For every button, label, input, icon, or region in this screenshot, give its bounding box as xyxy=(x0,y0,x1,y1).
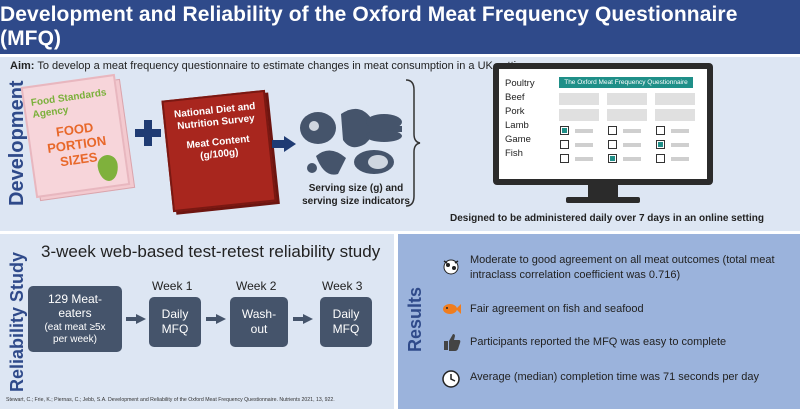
mfq-screen: The Oxford Meat Frequency Questionnaire … xyxy=(499,69,707,179)
week-label: Week 2 xyxy=(236,279,277,293)
form-cell xyxy=(607,109,647,121)
cow-icon xyxy=(443,259,459,275)
thumbs-up-icon xyxy=(444,334,461,351)
book-agency: Food Standards Agency xyxy=(30,87,108,121)
national-diet-survey-book: National Diet and Nutrition Survey Meat … xyxy=(161,89,277,213)
checkbox xyxy=(560,140,569,149)
form-bar xyxy=(671,143,689,147)
checkbox xyxy=(608,140,617,149)
page-title: Development and Reliability of the Oxfor… xyxy=(0,0,800,54)
participants-note: (eat meat ≥5x per week) xyxy=(44,322,106,345)
checkbox xyxy=(656,154,665,163)
week-box: Wash-out xyxy=(230,297,288,347)
reliability-label: Reliability Study xyxy=(7,251,27,392)
survey-subtitle: Meat Content (g/100g) xyxy=(186,133,251,162)
monitor-base xyxy=(566,197,640,203)
participants-count: 129 Meat-eaters xyxy=(47,292,103,320)
form-bar xyxy=(575,157,593,161)
checkbox xyxy=(560,154,569,163)
meat-type-item: Lamb xyxy=(505,120,529,131)
clock-icon xyxy=(442,370,460,388)
result-item: Participants reported the MFQ was easy t… xyxy=(470,336,727,348)
checkbox xyxy=(656,126,665,135)
form-bar xyxy=(575,129,593,133)
form-bar xyxy=(575,143,593,147)
form-bar xyxy=(671,157,689,161)
form-bar xyxy=(623,157,641,161)
monitor-icon: The Oxford Meat Frequency Questionnaire … xyxy=(493,63,713,185)
checkbox xyxy=(656,140,665,149)
result-item: Moderate to good agreement on all meat o… xyxy=(470,254,775,281)
meat-type-item: Beef xyxy=(505,92,525,103)
meat-type-item: Poultry xyxy=(505,78,535,89)
aim-text: To develop a meat frequency questionnair… xyxy=(37,60,529,72)
form-bar xyxy=(623,143,641,147)
arrow-icon xyxy=(126,314,146,324)
form-cell xyxy=(655,109,695,121)
result-item: Average (median) completion time was 71 … xyxy=(470,371,760,383)
form-cell xyxy=(655,93,695,105)
serving-size-text: Serving size (g) and serving size indica… xyxy=(302,183,410,207)
week-activity: Wash-out xyxy=(241,307,277,336)
designed-text: Designed to be administered daily over 7… xyxy=(450,213,764,224)
results-label: Results xyxy=(405,286,425,352)
week-activity: Daily MFQ xyxy=(332,307,360,336)
checkbox xyxy=(560,126,569,135)
form-cell xyxy=(607,93,647,105)
results-panel xyxy=(398,234,800,409)
reliability-title: 3-week web-based test-retest reliability… xyxy=(41,242,381,261)
checkbox xyxy=(608,154,617,163)
week-box: Daily MFQ xyxy=(149,297,201,347)
form-bar xyxy=(671,129,689,133)
week-label: Week 1 xyxy=(152,279,193,293)
aim-statement: Aim: To develop a meat frequency questio… xyxy=(10,60,528,72)
survey-title: National Diet and Nutrition Survey xyxy=(173,100,256,133)
arrow-icon xyxy=(206,314,226,324)
fish-icon xyxy=(443,304,461,314)
brace-icon xyxy=(405,79,421,207)
food-portion-sizes-book: Food Standards Agency FOOD PORTION SIZES xyxy=(20,73,131,199)
checkbox xyxy=(608,126,617,135)
citation: Stewart, C.; Frie, K.; Piernas, C.; Jebb… xyxy=(6,397,335,403)
meat-type-list: Poultry Beef Pork Lamb Game Fish xyxy=(505,77,535,161)
participants-box: 129 Meat-eaters (eat meat ≥5x per week) xyxy=(28,286,122,352)
form-bar xyxy=(623,129,641,133)
plus-icon xyxy=(133,118,163,148)
form-cell xyxy=(559,93,599,105)
monitor-stand xyxy=(588,185,618,199)
arrow-right-icon xyxy=(272,136,296,152)
meat-cuts-icon xyxy=(300,108,402,175)
meat-type-item: Pork xyxy=(505,106,525,117)
week-box: Daily MFQ xyxy=(320,297,372,347)
aim-label: Aim: xyxy=(10,60,35,72)
mfq-screen-title: The Oxford Meat Frequency Questionnaire xyxy=(559,77,693,88)
meat-type-item: Game xyxy=(505,134,531,145)
week-activity: Daily MFQ xyxy=(161,307,189,336)
form-cell xyxy=(559,109,599,121)
arrow-icon xyxy=(293,314,313,324)
meat-type-item: Fish xyxy=(505,148,523,159)
result-item: Fair agreement on fish and seafood xyxy=(470,303,644,315)
week-label: Week 3 xyxy=(322,279,363,293)
